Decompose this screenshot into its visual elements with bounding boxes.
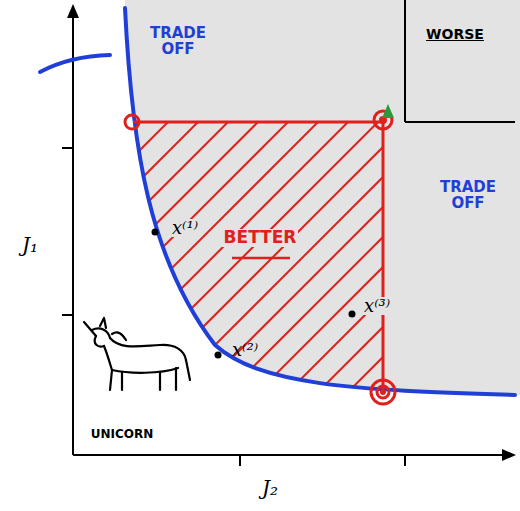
solution-dot [215,352,222,359]
worse-label: WORSE [426,27,484,42]
worse-quadrant-lines [405,0,515,122]
solution-label: x⁽²⁾ [232,341,258,360]
better-hatching [0,120,520,400]
solution-label: x⁽¹⁾ [170,219,200,238]
solution-dot [152,229,159,236]
pareto-front [125,8,515,395]
axis-arrowhead [502,449,516,461]
axis-arrowhead [67,4,79,18]
front-point [380,389,386,395]
unicorn-label: UNICORN [91,428,154,441]
solution-label: x⁽³⁾ [362,297,392,316]
gray-region [125,0,520,395]
solution-dot [349,311,356,318]
green-marker [382,104,394,118]
unicorn-sketch [84,318,190,390]
axis-label: J₂ [262,478,278,499]
better-underline [232,257,290,260]
tradeoff-label: TRADE OFF [433,180,503,212]
axis-label: J₁ [22,235,38,256]
front-stroke [40,55,110,72]
better-label: BETTER [222,229,299,247]
tradeoff-label: TRADE OFF [138,26,218,58]
red-bounds [125,111,395,404]
